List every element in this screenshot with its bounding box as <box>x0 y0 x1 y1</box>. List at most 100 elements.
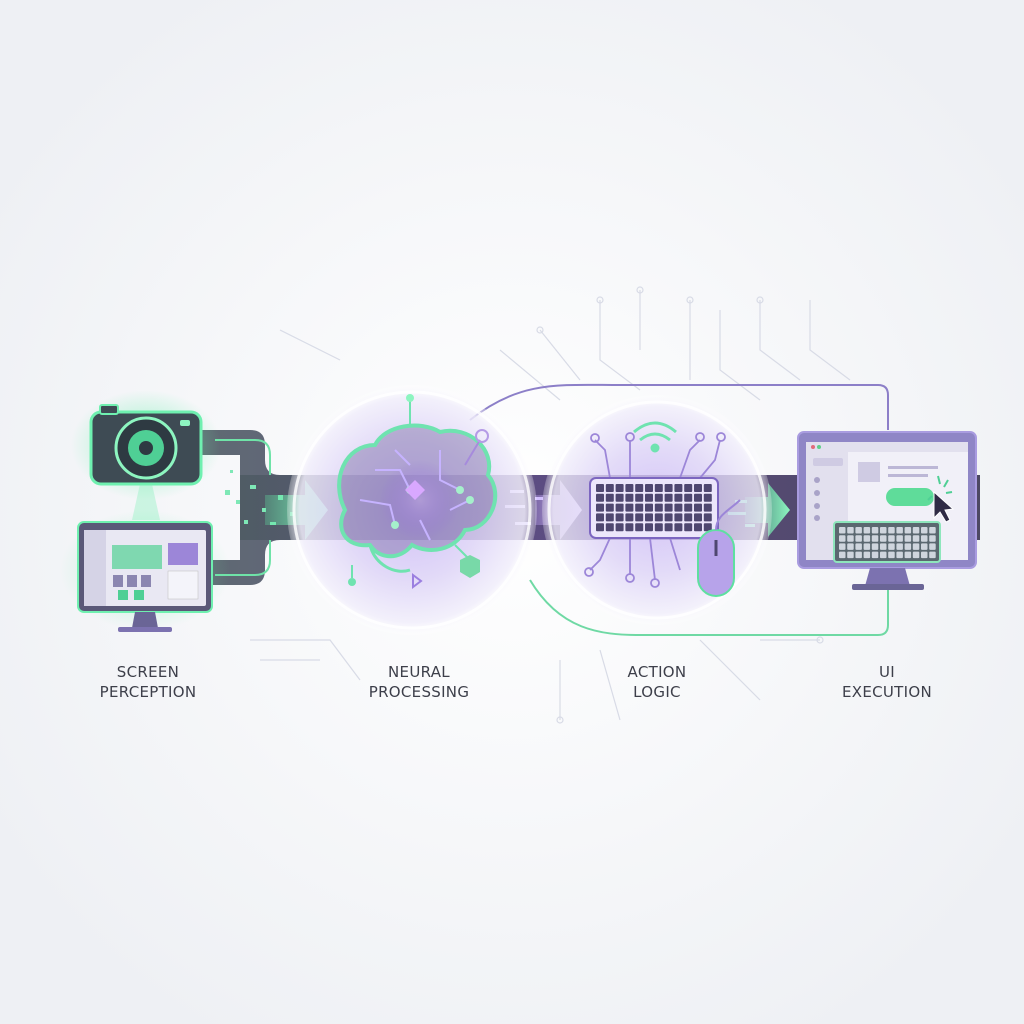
keyboard-key <box>921 535 928 542</box>
connector-line-top <box>469 383 889 430</box>
keyboard-key <box>896 535 903 542</box>
keyboard-key <box>880 527 887 534</box>
keyboard-key <box>929 535 936 542</box>
step-label-ui-execution: UI EXECUTION <box>787 662 987 702</box>
keyboard-key <box>645 493 653 502</box>
keyboard-key <box>674 513 683 522</box>
keyboard-key <box>880 543 887 550</box>
keyboard-key <box>847 527 854 534</box>
keyboard-key <box>912 551 920 559</box>
keyboard-key <box>694 493 702 502</box>
keyboard-key <box>625 493 634 502</box>
keyboard-key <box>929 551 936 559</box>
keyboard-key <box>703 484 712 492</box>
keyboard-key <box>615 503 624 512</box>
keyboard-key <box>674 503 683 512</box>
keyboard-key <box>674 523 683 532</box>
keyboard-key <box>888 527 895 534</box>
keyboard-key <box>871 551 879 559</box>
camera-icon <box>71 390 221 520</box>
step-label-line2: PROCESSING <box>368 683 470 701</box>
step-label-line1: SCREEN <box>116 663 180 681</box>
keyboard-key <box>664 484 673 492</box>
keyboard-key <box>625 503 634 512</box>
keyboard-key <box>863 543 871 550</box>
keyboard-key <box>904 535 912 542</box>
band-edge-top <box>215 439 271 475</box>
keyboard-key <box>880 551 887 559</box>
keyboard-key <box>904 551 912 559</box>
keyboard-key <box>674 484 683 492</box>
keyboard-key <box>929 543 936 550</box>
keyboard-key <box>912 543 920 550</box>
keyboard-key <box>605 484 614 492</box>
keyboard-key <box>654 493 663 502</box>
keyboard-key <box>863 551 871 559</box>
circuit-traces <box>250 286 851 724</box>
keyboard-key <box>880 535 887 542</box>
step-label-neural-processing: NEURAL PROCESSING <box>319 662 519 702</box>
keyboard-key <box>888 535 895 542</box>
keyboard-key <box>596 493 604 502</box>
keyboard-key <box>596 523 604 532</box>
keyboard-key <box>703 513 712 522</box>
keyboard-key <box>664 503 673 512</box>
keyboard-key <box>596 503 604 512</box>
keyboard-key <box>921 551 928 559</box>
keyboard-key <box>847 551 854 559</box>
keyboard-key <box>645 523 653 532</box>
keyboard-key <box>694 523 702 532</box>
keyboard-key <box>703 503 712 512</box>
step-label-line2: LOGIC <box>633 683 681 701</box>
keyboard-key <box>855 527 862 534</box>
keyboard-key <box>929 527 936 534</box>
circuit-lines <box>584 432 726 588</box>
keyboard-key <box>654 513 663 522</box>
step-label-screen-perception: SCREEN PERCEPTION <box>48 662 248 702</box>
keyboard-key <box>703 523 712 532</box>
step-label-line2: PERCEPTION <box>99 683 197 701</box>
keyboard-key <box>635 493 644 502</box>
keyboard-key <box>615 493 624 502</box>
step-label-action-logic: ACTION LOGIC <box>557 662 757 702</box>
keyboard-key <box>684 513 693 522</box>
keyboard-key <box>605 493 614 502</box>
keyboard-key <box>896 551 903 559</box>
keyboard-key <box>605 513 614 522</box>
keyboard-key <box>694 513 702 522</box>
keyboard-key <box>645 513 653 522</box>
ui-monitor-icon <box>797 431 977 590</box>
keyboard-key <box>635 503 644 512</box>
keyboard-key <box>904 527 912 534</box>
keyboard-key <box>625 513 634 522</box>
step-label-line1: NEURAL <box>388 663 450 681</box>
keyboard-key <box>596 484 604 492</box>
keyboard-key <box>871 527 879 534</box>
keyboard-key <box>839 535 846 542</box>
keyboard-key <box>871 543 879 550</box>
keyboard-key <box>839 551 846 559</box>
monitor-icon <box>60 510 230 632</box>
keyboard-key <box>605 503 614 512</box>
keyboard-key <box>912 535 920 542</box>
keyboard-key <box>615 484 624 492</box>
keyboard-key <box>654 523 663 532</box>
keyboard-icon <box>589 477 719 539</box>
keyboard-key <box>847 535 854 542</box>
brain-circuit-icon <box>337 394 498 589</box>
band-edge-bottom <box>215 540 271 576</box>
connector-line-bottom <box>529 579 889 636</box>
keyboard-key <box>847 543 854 550</box>
cursor-click-icon <box>927 475 955 523</box>
keyboard-key <box>674 493 683 502</box>
keyboard-key <box>615 513 624 522</box>
keyboard-key <box>625 484 634 492</box>
keyboard-key <box>684 503 693 512</box>
keyboard-key <box>654 503 663 512</box>
keyboard-key <box>839 543 846 550</box>
step-label-line2: EXECUTION <box>842 683 932 701</box>
keyboard-key <box>635 523 644 532</box>
keyboard-key <box>694 484 702 492</box>
keyboard-key <box>654 484 663 492</box>
